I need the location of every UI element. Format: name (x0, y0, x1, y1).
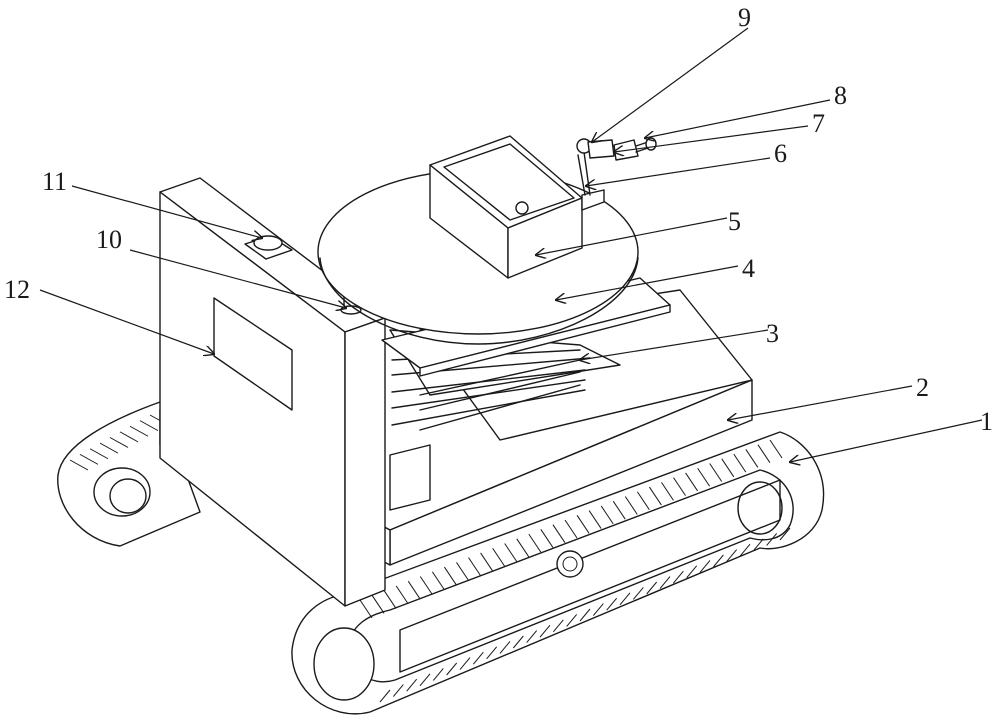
label-8: 8 (834, 81, 847, 110)
label-7: 7 (812, 109, 825, 138)
label-9: 9 (738, 3, 751, 32)
wheel-hub-icon (557, 551, 583, 577)
label-1: 1 (980, 407, 993, 436)
label-12: 12 (4, 275, 30, 304)
sprayer-arm (577, 138, 656, 210)
label-2: 2 (916, 373, 929, 402)
label-11: 11 (42, 167, 67, 196)
label-3: 3 (766, 319, 779, 348)
label-4: 4 (742, 254, 755, 283)
label-6: 6 (774, 139, 787, 168)
label-10: 10 (96, 225, 122, 254)
label-5: 5 (728, 207, 741, 236)
